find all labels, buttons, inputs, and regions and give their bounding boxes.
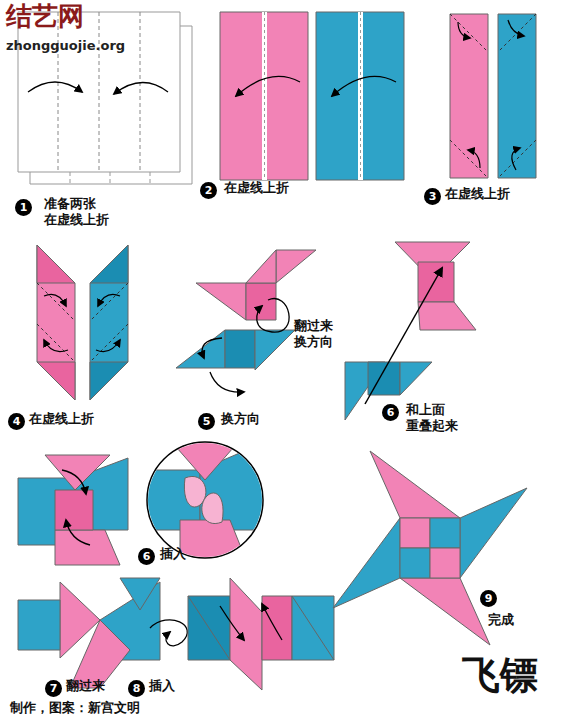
step-instruction: 在虚线上折 — [224, 180, 289, 196]
step-number: 4 — [8, 413, 25, 430]
credit-caption: 制作，图案：新宫文明 — [10, 700, 140, 716]
watermark: 结艺网 — [6, 0, 84, 33]
step-number: 1 — [15, 199, 32, 216]
step-instruction: 准备两张 在虚线上折 — [44, 196, 122, 229]
step-number: 3 — [424, 188, 441, 205]
step-instruction: 在虚线上折 — [445, 186, 510, 202]
step-number: 5 — [198, 413, 215, 430]
diagram-title: 飞镖 — [462, 652, 538, 700]
step-number: 9 — [480, 590, 497, 607]
step-instruction: 在虚线上折 — [29, 411, 94, 427]
watermark-url: zhongguojie.org — [6, 38, 125, 54]
step-instruction: 翻过来 — [66, 678, 105, 694]
step-instruction: 插入 — [149, 678, 175, 694]
step-number: 6 — [382, 404, 399, 421]
step-instruction: 翻过来 换方向 — [294, 318, 349, 351]
step-instruction: 完成 — [488, 612, 514, 628]
step-instruction: 插入 — [160, 546, 186, 562]
step-instruction: 换方向 — [221, 411, 260, 427]
step-number: 2 — [200, 182, 217, 199]
step-number: 6 — [138, 548, 155, 565]
step-number: 8 — [128, 680, 145, 697]
step-number: 7 — [45, 680, 62, 697]
step-instruction: 和上面 重叠起来 — [406, 402, 471, 435]
